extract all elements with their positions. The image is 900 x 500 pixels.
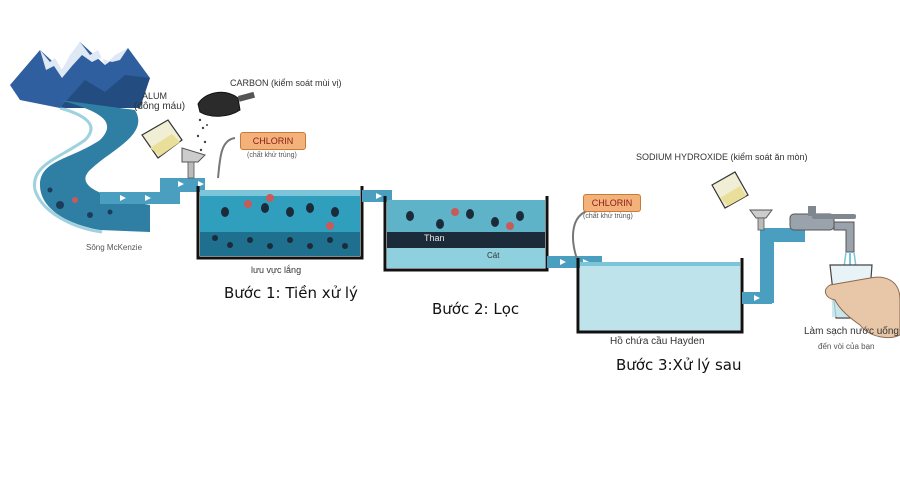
river: [40, 100, 150, 232]
carbon-scoop-icon: [196, 91, 256, 152]
settling-label: lưu vực lắng: [251, 265, 302, 275]
hand-glass-icon: [824, 264, 900, 338]
sodium-label: SODIUM HYDROXIDE (kiểm soát ăn mòn): [636, 152, 808, 162]
alum-beaker-icon: [141, 119, 206, 179]
step-1-label: Bước 1: Tiền xử lý: [224, 284, 358, 302]
chlorin-2-tag: CHLORIN: [583, 194, 641, 212]
chlorin-1-note: (chất khử trùng): [247, 152, 297, 159]
river-label: Sông McKenzie: [86, 243, 143, 252]
output-line-1: Làm sạch nước uống: [804, 326, 899, 337]
reservoir: [576, 258, 744, 334]
filter-sand-label: Cát: [487, 251, 500, 260]
alum-label: ALUM: [142, 91, 168, 101]
alum-note: (đông máu): [134, 101, 186, 112]
mountains: [10, 42, 150, 108]
filter-tank: [383, 196, 549, 272]
carbon-label: CARBON (kiểm soát mùi vị): [230, 78, 342, 88]
faucet-icon: [789, 206, 858, 276]
step-3-label: Bước 3:Xử lý sau: [616, 356, 742, 374]
step-2-label: Bước 2: Lọc: [432, 300, 520, 318]
settling-basin: [196, 186, 364, 260]
chlorin-2-note: (chất khử trùng): [583, 213, 633, 220]
flow-arrows-1: [110, 181, 204, 201]
filter-coal-label: Than: [424, 233, 445, 243]
chlorin-1-tag: CHLORIN: [240, 132, 306, 150]
reservoir-label: Hồ chứa cầu Hayden: [610, 336, 705, 347]
sodium-beaker-icon: [711, 171, 773, 231]
output-line-2: đến vòi của bạn: [818, 342, 875, 351]
